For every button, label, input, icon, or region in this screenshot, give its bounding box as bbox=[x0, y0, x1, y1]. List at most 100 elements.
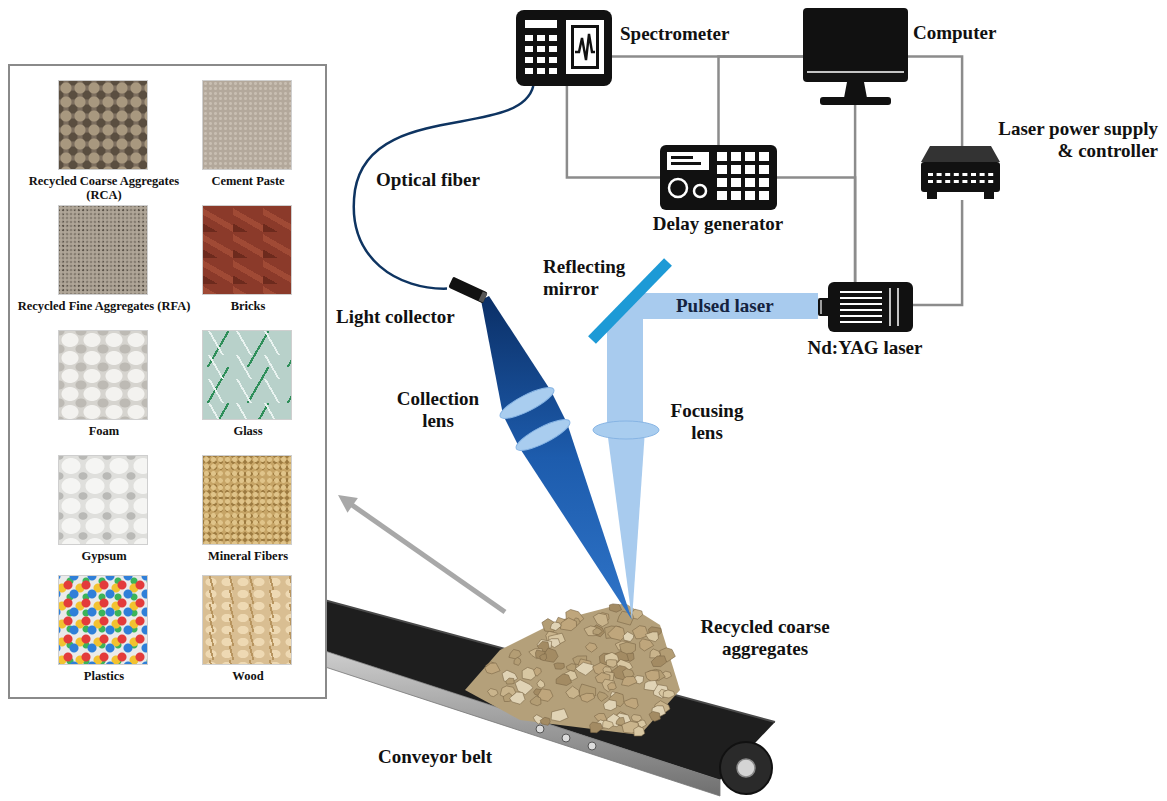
sample-caption: Cement Paste bbox=[158, 175, 338, 189]
aggregate-stone bbox=[608, 683, 617, 690]
drawing-part bbox=[828, 282, 913, 332]
drawing-part bbox=[525, 35, 533, 41]
delay-generator-icon bbox=[660, 145, 777, 210]
aggregate-stone bbox=[634, 726, 645, 736]
aggregate-stone bbox=[576, 662, 594, 675]
annotation-label: Focusing lens bbox=[664, 400, 750, 444]
sample-thumbnail: Glass bbox=[202, 330, 292, 420]
drawing-part bbox=[928, 180, 933, 183]
drawing-part bbox=[717, 178, 727, 187]
drawing-part bbox=[575, 34, 595, 60]
sample-thumbnail: Bricks bbox=[202, 205, 292, 295]
signal-wire bbox=[777, 178, 855, 283]
sample-thumbnail: Plastics bbox=[58, 575, 148, 665]
aggregate-stone bbox=[554, 663, 565, 669]
drawing-part bbox=[720, 742, 772, 794]
laser-beam bbox=[607, 288, 818, 620]
annotation-label: Conveyor belt bbox=[378, 746, 492, 768]
sample-caption: Gypsum bbox=[14, 550, 194, 564]
light-collector-icon: Light collector bbox=[447, 276, 489, 304]
aggregate-stone bbox=[506, 678, 514, 684]
drawing-part bbox=[731, 178, 741, 187]
sample-caption: Glass bbox=[158, 425, 338, 439]
spectrometer-icon: Spectrometer bbox=[516, 10, 612, 86]
drawing-part bbox=[807, 71, 904, 73]
drawing-part bbox=[669, 179, 687, 197]
aggregate-pile bbox=[465, 603, 680, 736]
aggregate-stone bbox=[593, 613, 608, 626]
aggregate-stone bbox=[624, 698, 638, 709]
drawing-part bbox=[571, 25, 599, 69]
drawing-part bbox=[352, 505, 505, 612]
drawing-part bbox=[988, 180, 993, 183]
drawing-part bbox=[250, 580, 775, 722]
drawing-part bbox=[840, 297, 882, 299]
annotation-label: Pulsed laser bbox=[676, 295, 774, 317]
drawing-part bbox=[731, 165, 741, 174]
drawing-part bbox=[945, 180, 950, 183]
drawing-part bbox=[745, 191, 755, 200]
signal-wire bbox=[908, 57, 962, 147]
aggregate-stone bbox=[651, 656, 666, 667]
power-supply-icon: Laser power supply & controller bbox=[921, 146, 1000, 200]
aggregate-stone bbox=[560, 618, 576, 631]
drawing-part bbox=[840, 291, 882, 293]
drawing-part bbox=[759, 152, 769, 161]
drawing-part bbox=[840, 321, 882, 323]
drawing-part bbox=[497, 382, 558, 423]
aggregate-stone bbox=[566, 664, 576, 672]
node-label: Nd:YAG laser bbox=[785, 337, 945, 359]
aggregate-stone bbox=[593, 628, 602, 635]
node-label: Spectrometer bbox=[620, 23, 729, 45]
drawing-part bbox=[927, 192, 937, 199]
aggregate-stone bbox=[586, 643, 598, 652]
node-label: Light collector bbox=[336, 306, 455, 328]
annotation-label: Reflecting mirror bbox=[543, 256, 638, 300]
computer-icon bbox=[803, 8, 908, 105]
drawing-part bbox=[759, 191, 769, 200]
aggregate-stone bbox=[663, 690, 675, 698]
aggregate-stone bbox=[640, 639, 654, 651]
drawing-part bbox=[465, 603, 680, 735]
collection-beam bbox=[481, 296, 632, 620]
aggregate-stone bbox=[604, 700, 617, 711]
drawing-part bbox=[607, 430, 645, 620]
delay-generator-icon: Delay generator bbox=[660, 145, 777, 210]
drawing-part bbox=[525, 20, 557, 28]
drawing-part bbox=[731, 152, 741, 161]
direction-arrow bbox=[338, 495, 505, 612]
drawing-part bbox=[980, 180, 985, 183]
drawing-part bbox=[513, 414, 574, 455]
drawing-part bbox=[537, 46, 545, 52]
spectrometer-icon bbox=[516, 10, 612, 86]
drawing-part bbox=[759, 178, 769, 187]
drawing-part bbox=[803, 8, 908, 82]
drawing-part bbox=[954, 180, 959, 183]
drawing-part bbox=[525, 68, 533, 74]
aggregate-stone bbox=[580, 693, 594, 702]
signal-wire bbox=[719, 57, 804, 146]
annotation-label: Collection lens bbox=[388, 388, 488, 432]
aggregate-stone bbox=[522, 667, 536, 680]
signal-wire bbox=[913, 200, 962, 305]
sample-caption: Foam bbox=[14, 425, 194, 439]
drawing-part bbox=[945, 173, 950, 176]
drawing-part bbox=[717, 165, 727, 174]
signal-wire bbox=[567, 86, 660, 178]
drawing-part bbox=[481, 296, 632, 620]
drawing-part bbox=[820, 97, 891, 105]
drawing-part bbox=[731, 191, 741, 200]
drawing-part bbox=[525, 57, 533, 63]
drawing-part bbox=[537, 35, 545, 41]
drawing-part bbox=[562, 734, 570, 742]
collection-lens bbox=[497, 382, 574, 455]
aggregate-stone bbox=[632, 626, 648, 639]
aggregate-stone bbox=[551, 709, 568, 722]
node-label: Computer bbox=[913, 22, 996, 44]
drawing-part bbox=[921, 162, 1000, 192]
drawing-part bbox=[737, 759, 755, 777]
drawing-part bbox=[338, 495, 358, 513]
drawing-part bbox=[937, 173, 942, 176]
drawing-part bbox=[962, 173, 967, 176]
